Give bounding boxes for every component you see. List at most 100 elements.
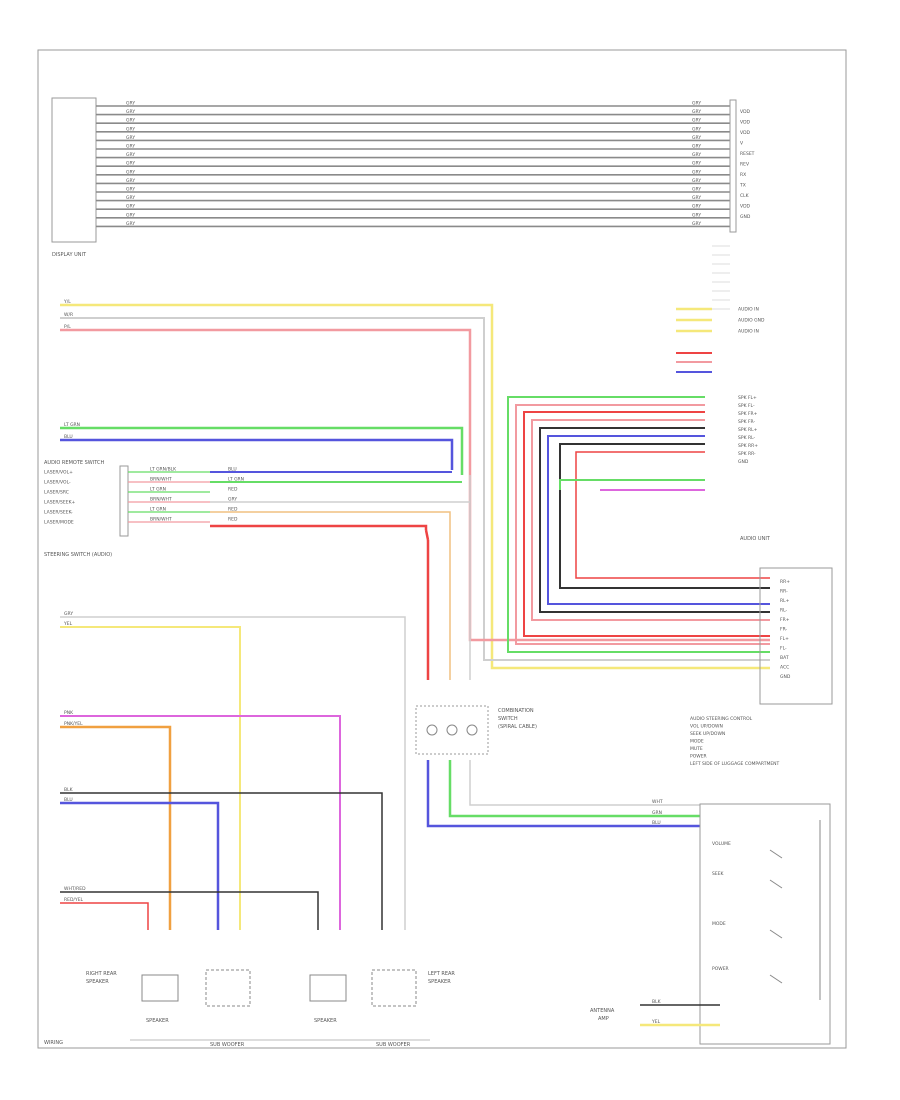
combination-label-2: SWITCH (498, 716, 518, 722)
audio-top-pin-label: TX (739, 183, 746, 189)
switch-name: LASER/VOL+ (44, 470, 73, 476)
display-unit-box (51, 97, 97, 243)
display-wire-label-right: GRY (692, 221, 701, 227)
input-wire-group (60, 303, 770, 670)
display-wire-label-left: GRY (126, 212, 135, 218)
display-wire-label-left: GRY (126, 161, 135, 167)
audio-top-pin-label: VDD (740, 130, 751, 136)
audio-unit-label: AUDIO UNIT (740, 536, 771, 542)
right-box-pin: RL- (780, 608, 788, 614)
spiral-wire-label: GRN (652, 810, 662, 816)
display-wire-label-right: GRY (692, 161, 701, 167)
input-wire-label: P/L (64, 324, 71, 330)
display-wire-label-left: GRY (126, 101, 135, 107)
display-wire-label-left: GRY (126, 135, 135, 141)
audio-speaker-bus (507, 396, 770, 653)
right-box-pin: BAT (780, 655, 789, 661)
antenna-wires (640, 1004, 720, 1027)
display-wire-label-right: GRY (692, 144, 701, 150)
lt-grn-blu-label: LT GRN (64, 422, 80, 428)
lt-grn-blu-label: BLU (64, 434, 73, 440)
audio-top-pin-label: GND (740, 214, 751, 220)
spiral-note: POWER (690, 754, 707, 760)
display-wire-label-right: GRY (692, 152, 701, 158)
switch-right-label: LT GRN (228, 477, 244, 483)
speaker-label-1: SPEAKER (146, 1018, 169, 1024)
display-wire-label-right: GRY (692, 204, 701, 210)
antenna-wire-label: BLK (652, 999, 662, 1005)
rear-wire-label: BLK (64, 787, 74, 793)
right-rear-speaker (141, 974, 179, 1002)
lt-grn-blu-labels: LT GRN BLU (64, 422, 80, 440)
display-wire-label-right: GRY (692, 135, 701, 141)
speaker-label-2: SPEAKER (314, 1018, 337, 1024)
audio-top-pin-label: REV (740, 162, 750, 168)
spiral-note: AUDIO STEERING CONTROL (690, 716, 753, 722)
audio-speaker-pin: SPK FL- (738, 403, 755, 409)
right-box-pin: RR- (780, 589, 788, 595)
input-wire-label: W/R (64, 312, 73, 318)
display-wire-label-left: GRY (126, 178, 135, 184)
switch-red-wire (210, 524, 428, 530)
display-wire-label-right: GRY (692, 169, 701, 175)
antenna-label-2: AMP (598, 1016, 609, 1022)
audio-top-pin-label: VDD (740, 109, 751, 115)
display-bus-wires: GRY GRY GRY GRY GRY GRY GRY GRY GRY GRY GRY GRY GRY G… (96, 99, 737, 233)
steering-switch-name: MODE (712, 921, 726, 927)
switch-right-label: RED (228, 507, 238, 513)
audio-remote-switch: AUDIO REMOTE SWITCH (44, 460, 129, 537)
left-rear-speaker-label-2: SPEAKER (428, 979, 451, 985)
footer-code: WIRING (44, 1040, 63, 1046)
audio-top-pin-label: VDD (740, 120, 751, 126)
display-wire-label-left: GRY (126, 169, 135, 175)
display-wire-label-left: GRY (126, 109, 135, 115)
display-wire-label-left: GRY (126, 144, 135, 150)
display-wire-label-right: GRY (692, 187, 701, 193)
rear-wire-label: BLU (64, 797, 73, 803)
right-box-pin: FR- (780, 627, 788, 633)
switch-name: LASER/VOL- (44, 480, 71, 486)
rear-wire-label: GRY (64, 611, 73, 617)
switch-right-label: RED (228, 487, 238, 493)
combination-label-3: (SPIRAL CABLE) (498, 724, 537, 730)
right-rear-subwoofer (205, 969, 251, 1007)
right-box-pin: FL+ (780, 636, 789, 642)
display-wire-label-left: GRY (126, 152, 135, 158)
spiral-note: MUTE (690, 746, 703, 752)
switch-right-label: GRY (228, 497, 237, 503)
audio-speaker-pin: SPK FR+ (738, 411, 758, 417)
spiral-note: VOL UP/DOWN (690, 724, 723, 730)
audio-speaker-pin: SPK RL+ (738, 427, 758, 433)
switch-name: LASER/MODE (44, 520, 74, 526)
rear-speaker-wires (60, 616, 406, 930)
audio-mid-pin: AUDIO IN (738, 329, 759, 335)
display-wire-label-right: GRY (692, 101, 701, 107)
right-box-pin: FL- (780, 646, 787, 652)
display-wire-label-left: GRY (126, 204, 135, 210)
input-wire-label: Y/L (63, 299, 71, 305)
steering-switch-contacts (769, 820, 821, 1000)
right-box-pin: RR+ (780, 579, 790, 585)
subwoofer-label-1: SUB WOOFER (210, 1042, 245, 1048)
display-wire-label-left: GRY (126, 187, 135, 193)
spiral-note: SEEK UP/DOWN (690, 731, 725, 737)
right-rear-speaker-label-1: RIGHT REAR (86, 971, 117, 977)
audio-mid-pin: AUDIO IN (738, 307, 759, 313)
audio-speaker-pin: SPK FR- (738, 419, 755, 425)
audio-remote-switch-title: AUDIO REMOTE SWITCH (44, 460, 104, 466)
switch-left-label: BRN/WHT (150, 477, 172, 483)
display-wire-label-left: GRY (126, 126, 135, 132)
switch-right-label: RED (228, 517, 238, 523)
left-rear-speaker-label-1: LEFT REAR (428, 971, 455, 977)
display-wire-label-right: GRY (692, 178, 701, 184)
switch-left-label: BRN/WHT (150, 497, 172, 503)
switch-left-label: LT GRN (150, 507, 166, 513)
